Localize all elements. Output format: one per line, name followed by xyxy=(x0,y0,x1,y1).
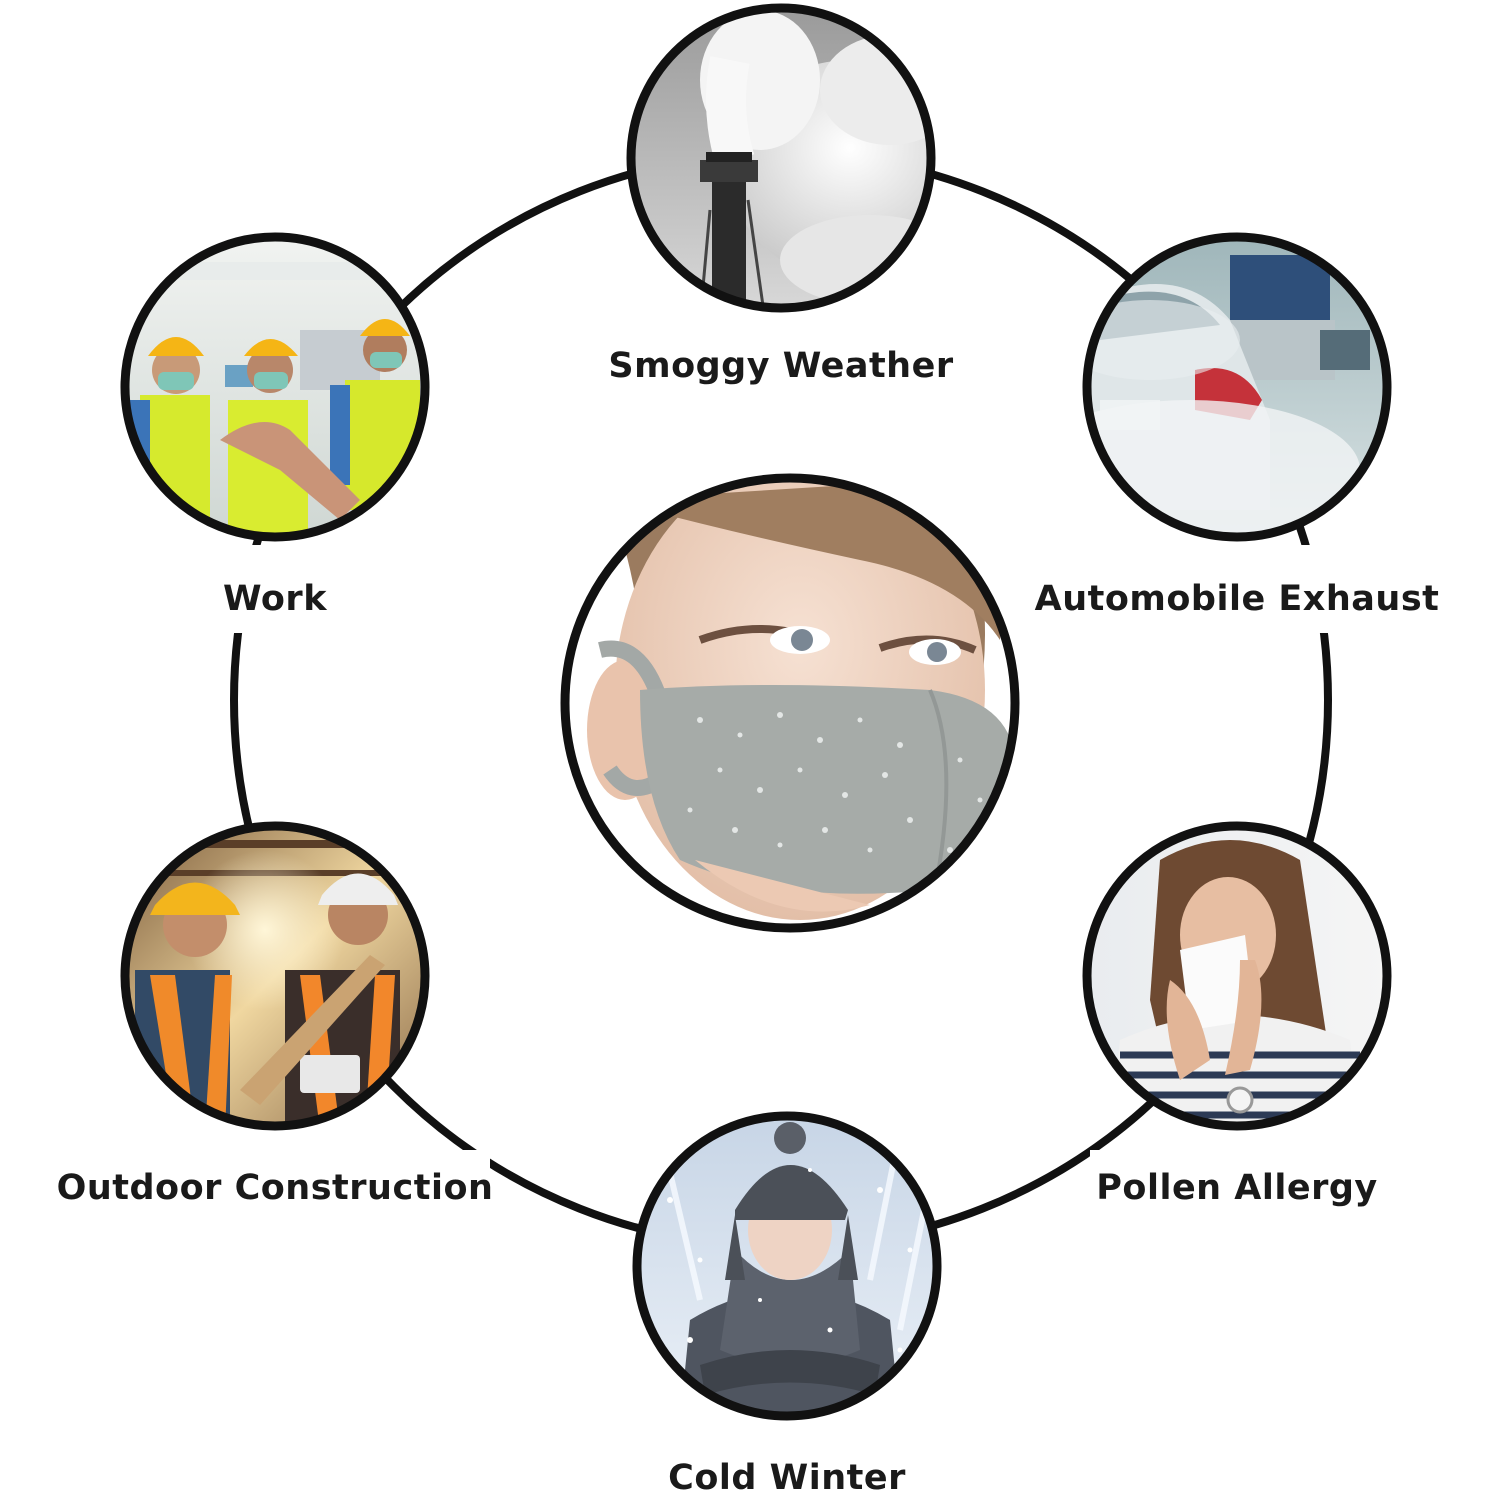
label-work: Work xyxy=(223,579,327,619)
sneezing-woman-photo xyxy=(1087,826,1387,1126)
center-frame xyxy=(560,473,1020,933)
ring-gap-construction xyxy=(380,1150,490,1230)
ring-gap-work xyxy=(210,545,290,633)
label-outdoor-construction: Outdoor Construction xyxy=(56,1168,494,1208)
automobile-exhaust-frame xyxy=(1082,232,1392,542)
cold-winter-frame xyxy=(632,1111,942,1421)
pollen-allergy-frame xyxy=(1082,821,1392,1131)
factory-smoke-photo xyxy=(631,8,931,308)
smoggy-weather-frame xyxy=(626,3,936,313)
label-smoggy-weather: Smoggy Weather xyxy=(608,346,954,386)
masked-workers-photo xyxy=(125,237,425,537)
ring-gap-exhaust xyxy=(1290,545,1360,633)
outdoor-construction-frame xyxy=(120,821,430,1131)
snowy-woman-photo xyxy=(637,1116,937,1416)
label-pollen-allergy: Pollen Allergy xyxy=(1096,1168,1378,1208)
construction-workers-photo xyxy=(125,826,425,1126)
car-exhaust-photo xyxy=(1087,237,1387,537)
work-frame xyxy=(120,232,430,542)
ring-gap-pollen xyxy=(1090,1150,1200,1230)
label-cold-winter: Cold Winter xyxy=(668,1458,906,1498)
label-automobile-exhaust: Automobile Exhaust xyxy=(1034,579,1440,619)
